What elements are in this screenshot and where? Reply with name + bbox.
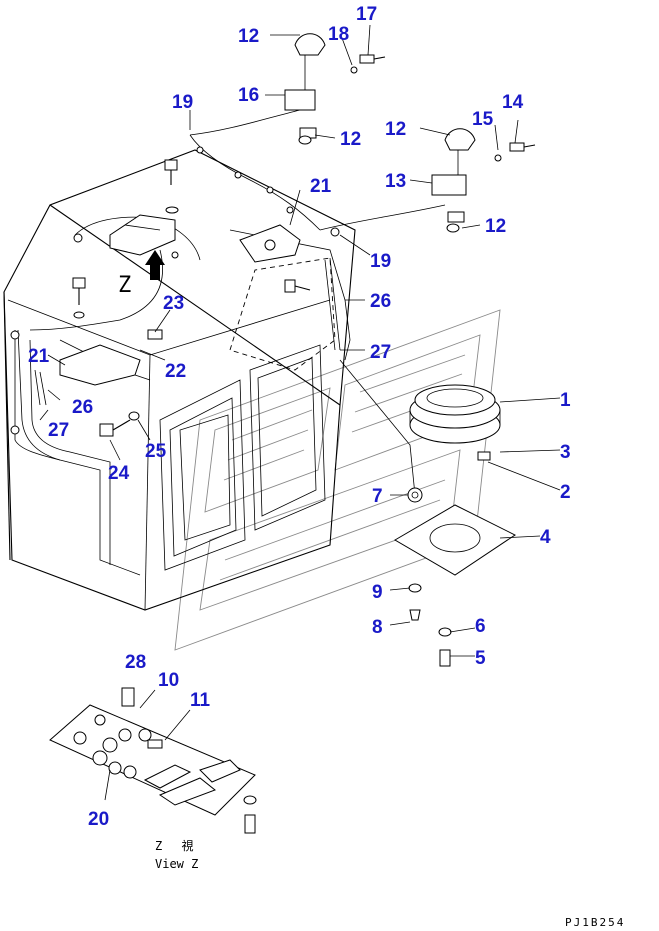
callout-3: 3	[560, 442, 571, 463]
callout-26-left: 26	[72, 397, 93, 418]
cab-bolts	[72, 159, 311, 437]
callout-12-left: 12	[340, 129, 361, 150]
callout-22: 22	[165, 361, 186, 382]
work-lamp-right	[431, 128, 536, 233]
cab-body	[3, 149, 356, 611]
callout-17: 17	[356, 4, 377, 25]
callout-26-right: 26	[370, 291, 391, 312]
callout-10: 10	[158, 670, 179, 691]
callout-2: 2	[560, 482, 571, 503]
callout-20: 20	[88, 809, 109, 830]
callout-4: 4	[540, 527, 551, 548]
callout-8: 8	[372, 617, 383, 638]
callout-27-left: 27	[48, 420, 69, 441]
callout-11: 11	[190, 690, 211, 711]
view-z-marker: Z	[118, 273, 131, 298]
callout-12-top: 12	[238, 26, 259, 47]
leader-lines	[39, 24, 561, 801]
callout-13: 13	[385, 171, 406, 192]
callout-12-right-top: 12	[385, 119, 406, 140]
callout-19-left: 19	[172, 92, 193, 113]
drawing-code: PJ1B254	[565, 916, 625, 929]
callout-23: 23	[163, 293, 184, 314]
callout-18: 18	[328, 24, 349, 45]
left-switch-cluster	[34, 329, 163, 406]
callout-21-top: 21	[310, 176, 332, 197]
view-z-caption-en: View Z	[155, 857, 198, 871]
horn-mount-plate	[394, 487, 516, 667]
callout-5: 5	[475, 648, 486, 669]
callout-24: 24	[108, 463, 130, 484]
callout-14: 14	[502, 92, 524, 113]
switch-bracket-assembly	[109, 214, 341, 351]
work-lamp-left	[284, 33, 386, 145]
callout-6: 6	[475, 616, 486, 637]
view-z-panel	[49, 687, 257, 834]
callout-25: 25	[145, 441, 167, 462]
callout-19-right: 19	[370, 251, 391, 272]
callout-7: 7	[372, 486, 383, 507]
callout-9: 9	[372, 582, 383, 603]
callout-1: 1	[560, 390, 571, 411]
wiring-harness	[10, 109, 446, 496]
callout-12-right-bottom: 12	[485, 216, 506, 237]
view-z-caption-jp: Z 視	[155, 838, 193, 853]
callout-28: 28	[125, 652, 146, 673]
callout-27-right: 27	[370, 342, 391, 363]
callout-21-left: 21	[28, 346, 50, 367]
view-z-arrow: Z	[118, 250, 165, 298]
callout-15: 15	[472, 109, 494, 130]
callout-16: 16	[238, 85, 259, 106]
callout-labels: 1 2 3 4 5 6 7 8 9 10 11 12 12 12 12 13 1…	[28, 4, 571, 830]
horn-assembly	[409, 384, 501, 461]
watermark-logo	[174, 309, 501, 651]
